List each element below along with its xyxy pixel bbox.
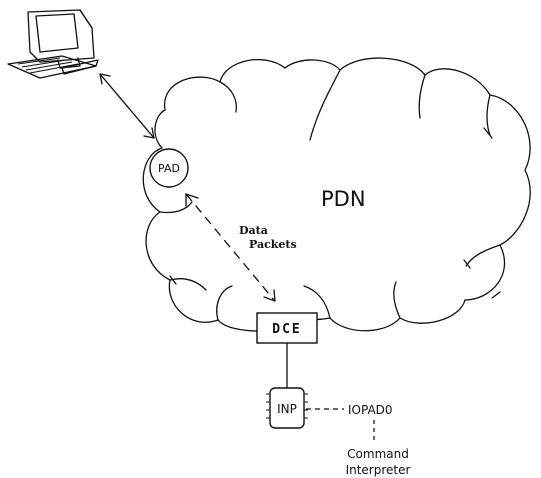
terminal-pad-link — [99, 73, 155, 139]
data-packets-label-line2: Packets — [249, 238, 297, 251]
pad-node: PAD — [149, 148, 189, 188]
pdn-cloud — [142, 57, 531, 332]
data-packets-label-line1: Data — [239, 224, 268, 237]
dce-node: DCE — [256, 312, 318, 344]
data-packets-link — [185, 193, 276, 302]
inp-label: INP — [277, 402, 297, 416]
command-label-line1: Command — [347, 447, 409, 461]
pad-label: PAD — [158, 162, 180, 175]
dce-label: DCE — [272, 322, 301, 337]
command-label-line2: Interpreter — [346, 463, 411, 477]
network-label: PDN — [321, 187, 366, 211]
inp-node: INP — [266, 387, 308, 429]
iopad-label: IOPAD0 — [348, 403, 393, 417]
computer-terminal-icon — [7, 9, 99, 79]
